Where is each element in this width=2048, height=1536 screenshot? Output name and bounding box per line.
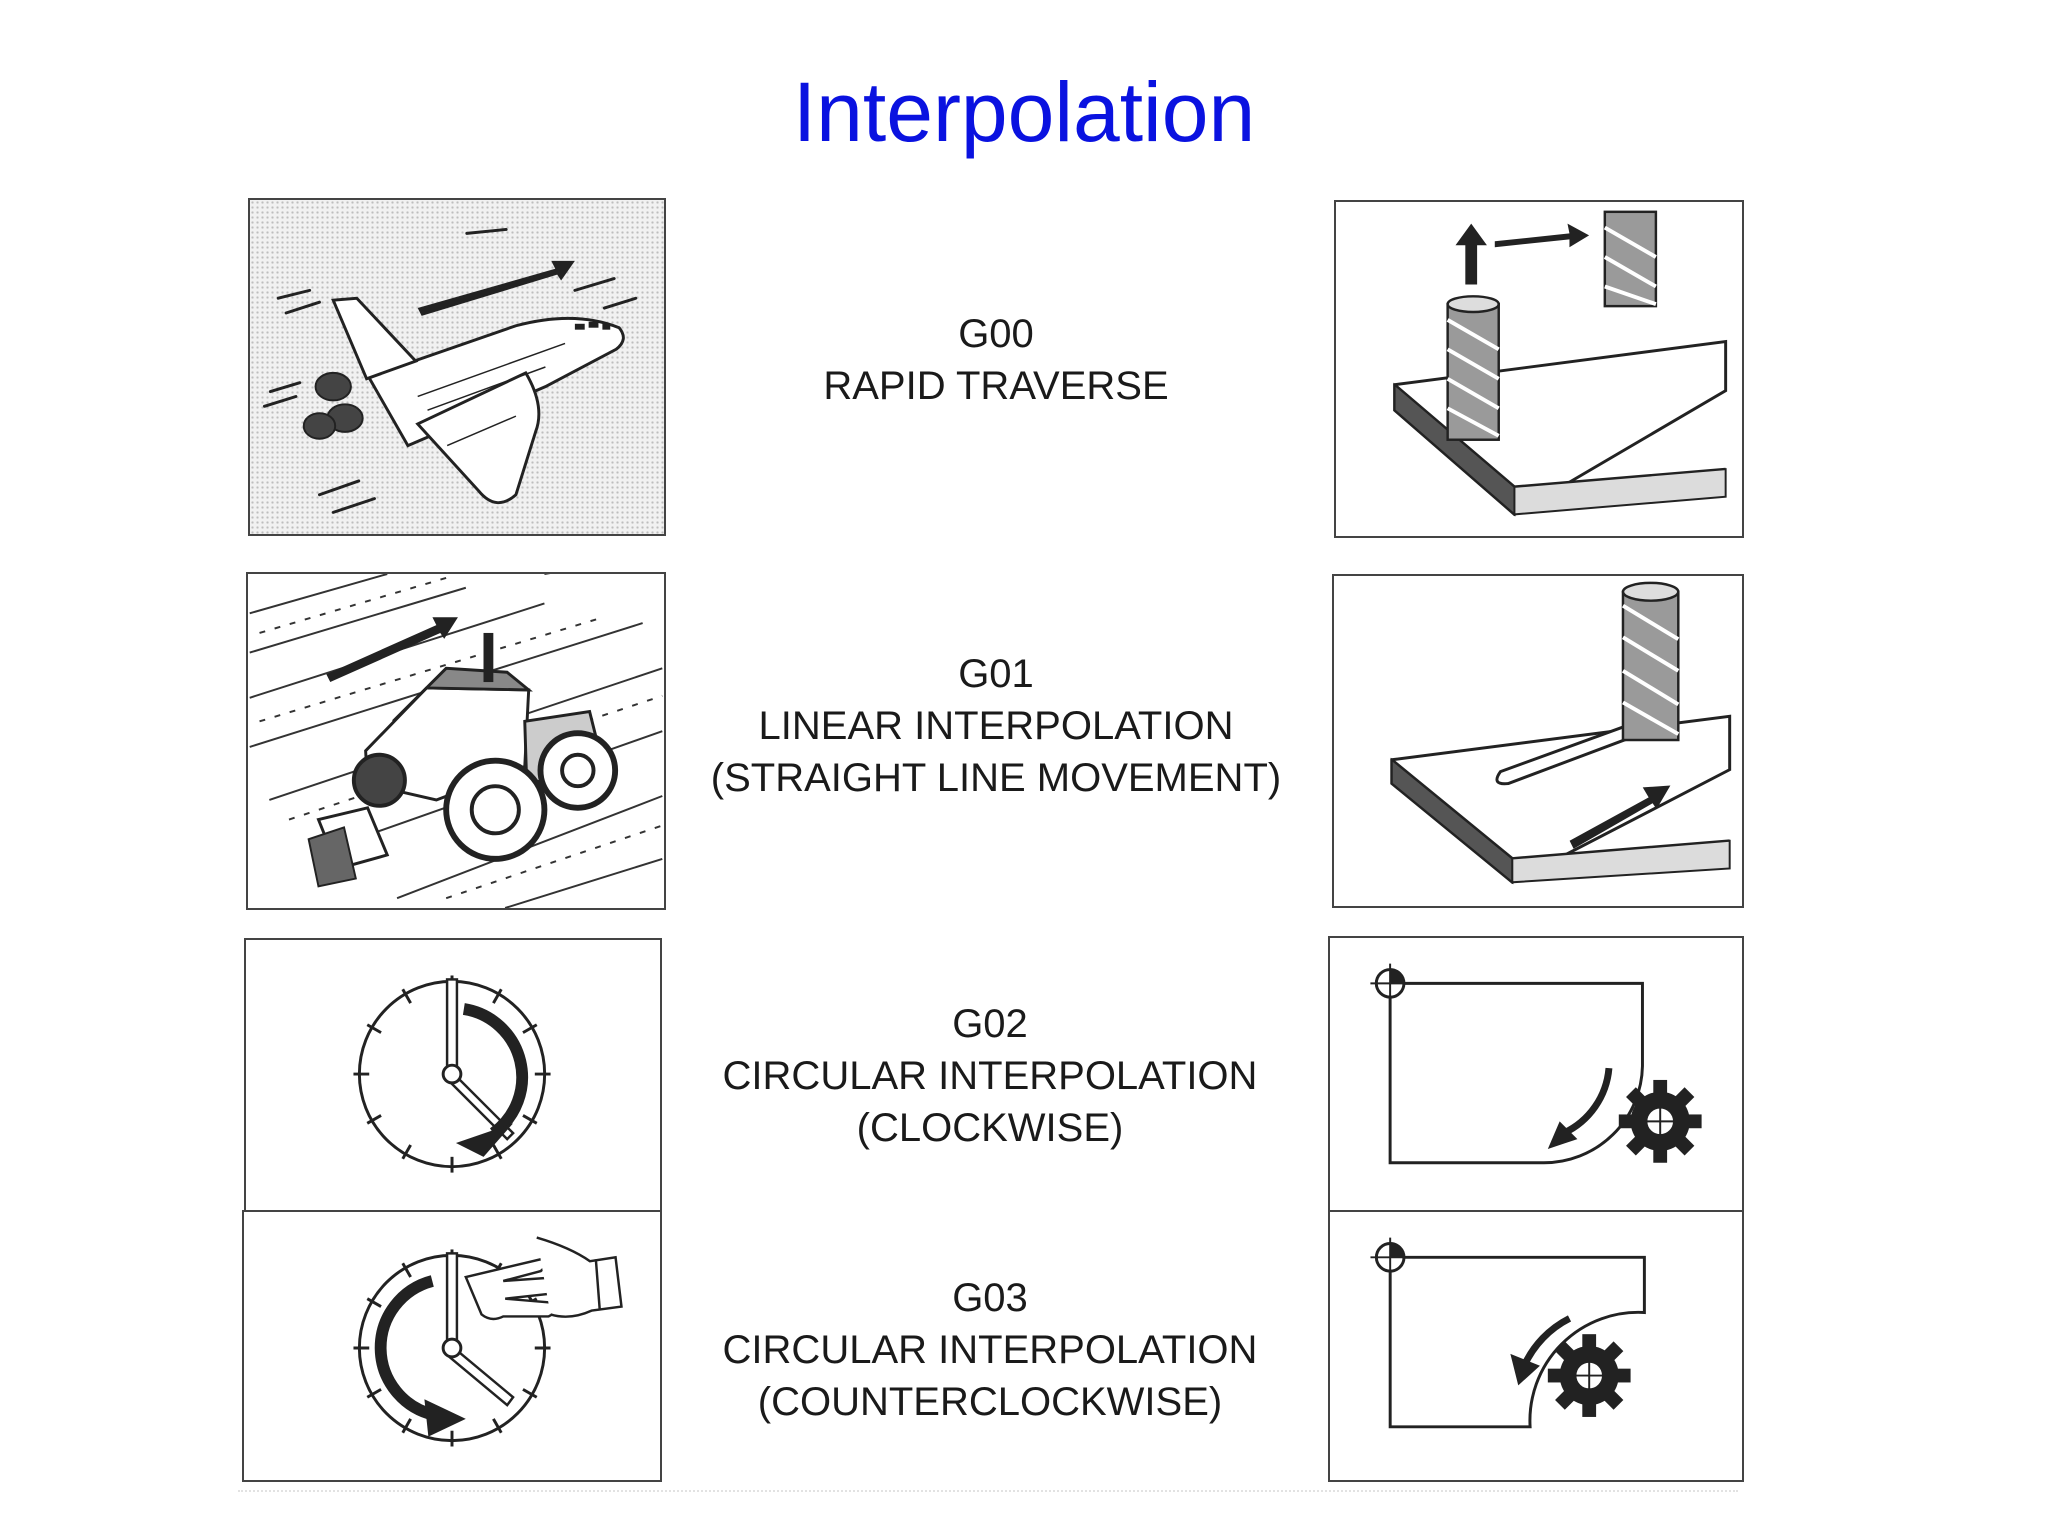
slide-title: Interpolation — [792, 65, 1256, 159]
tractor-plowing-icon — [246, 572, 666, 910]
code-label: G01 — [958, 652, 1034, 696]
code-label: G00 — [958, 312, 1034, 356]
code-label: G02 — [952, 1002, 1028, 1046]
label-g03: G03 CIRCULAR INTERPOLATION (COUNTERCLOCK… — [684, 1272, 1296, 1428]
label-g01: G01 LINEAR INTERPOLATION (STRAIGHT LINE … — [680, 648, 1312, 804]
clock-counterclockwise-icon — [242, 1210, 662, 1482]
function-name-label: LINEAR INTERPOLATION — [758, 704, 1234, 748]
end-mill-rapid-icon — [1334, 200, 1744, 538]
space-shuttle-icon — [248, 198, 666, 536]
label-g02: G02 CIRCULAR INTERPOLATION (CLOCKWISE) — [684, 998, 1296, 1154]
end-mill-linear-cut-icon — [1332, 574, 1744, 908]
cutter-counterclockwise-path-icon — [1328, 1210, 1744, 1482]
function-detail-label: (COUNTERCLOCKWISE) — [757, 1380, 1223, 1424]
function-name-label: RAPID TRAVERSE — [823, 364, 1169, 408]
function-name-label: CIRCULAR INTERPOLATION — [722, 1328, 1258, 1372]
function-detail-label: (CLOCKWISE) — [856, 1106, 1124, 1150]
clock-clockwise-icon — [244, 938, 662, 1216]
code-label: G03 — [952, 1276, 1028, 1320]
cutter-clockwise-path-icon — [1328, 936, 1744, 1216]
label-g00: G00 RAPID TRAVERSE — [694, 308, 1298, 412]
function-detail-label: (STRAIGHT LINE MOVEMENT) — [710, 756, 1282, 800]
scan-edge-divider — [238, 1490, 1738, 1492]
function-name-label: CIRCULAR INTERPOLATION — [722, 1054, 1258, 1098]
